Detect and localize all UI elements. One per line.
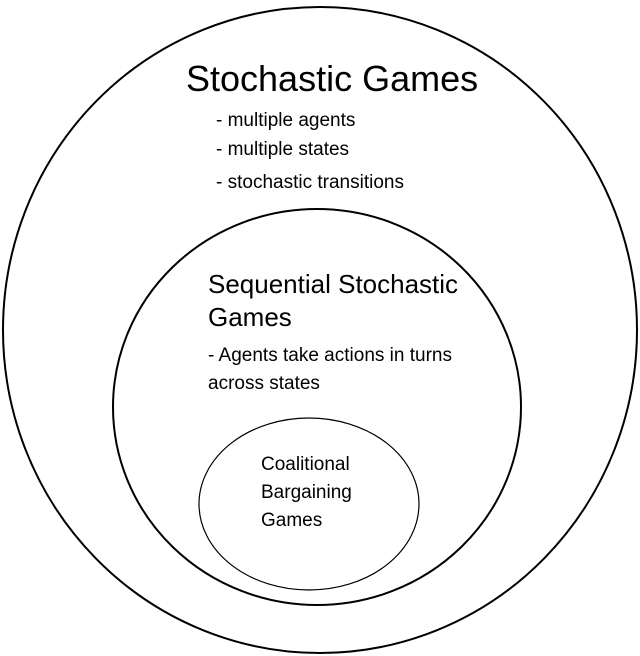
sequential-stochastic-games-title: Sequential Stochastic Games	[208, 268, 458, 334]
property-multiple-states: - multiple states	[216, 139, 350, 160]
stochastic-games-properties: - multiple agents - multiple states - st…	[216, 106, 404, 197]
stochastic-games-circle	[2, 6, 638, 654]
coalitional-title-line: Coalitional	[261, 454, 350, 475]
sequential-title-line: Games	[208, 302, 292, 332]
coalitional-bargaining-games-circle	[198, 417, 420, 591]
property-multiple-agents: - multiple agents	[216, 110, 356, 131]
coalitional-title-line: Games	[261, 510, 323, 531]
property-stochastic-transitions: - stochastic transitions	[216, 172, 404, 193]
sequential-stochastic-games-description: - Agents take actions in turns across st…	[208, 342, 452, 398]
sequential-description-line: - Agents take actions in turns	[208, 345, 452, 366]
stochastic-games-title: Stochastic Games	[186, 58, 479, 99]
sequential-stochastic-games-circle	[112, 208, 522, 606]
sequential-description-line: across states	[208, 373, 320, 394]
coalitional-bargaining-games-title: Coalitional Bargaining Games	[261, 451, 352, 535]
sequential-title-line: Sequential Stochastic	[208, 269, 459, 299]
coalitional-title-line: Bargaining	[261, 482, 352, 503]
